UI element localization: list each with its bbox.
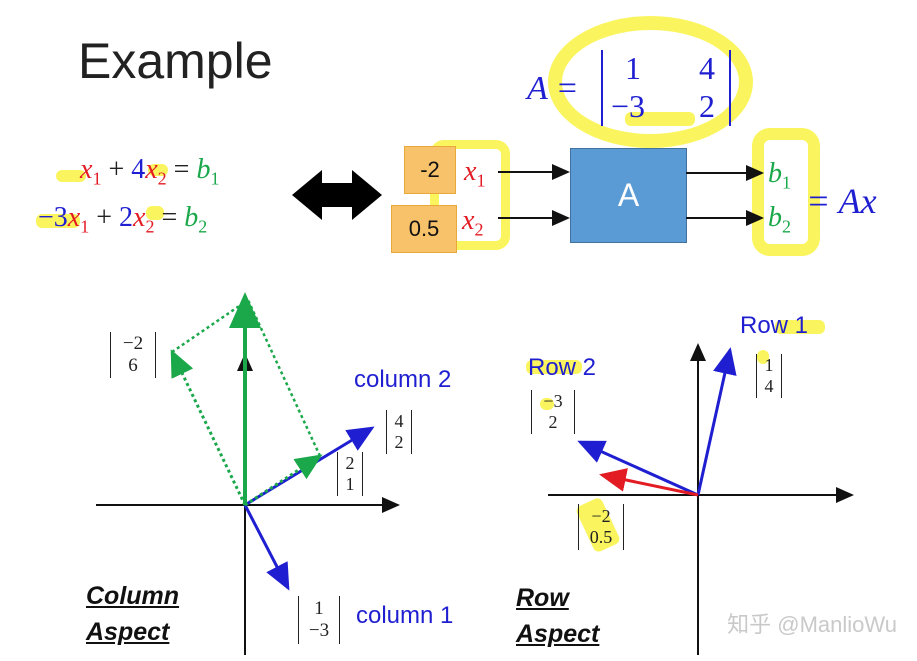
double-arrow	[292, 170, 382, 220]
matrix-block-a: A	[570, 148, 687, 243]
input-box-1: -2	[404, 146, 456, 194]
label-column-1: column 1	[356, 602, 454, 629]
highlight-row2	[526, 360, 582, 374]
highlight-eq2	[36, 214, 80, 228]
equation-row-2: −3x1 + 2x2 = b2	[38, 202, 208, 237]
output-label-b2: b2	[768, 202, 791, 237]
matrix-a-r2c1: −3	[611, 88, 646, 124]
output-label-b1: b1	[768, 158, 791, 193]
label-row-2: Row 2	[528, 354, 597, 381]
page-title: Example	[78, 33, 273, 89]
input-label-x1: x1	[464, 156, 486, 191]
equation-row-1: x1 + 4x2 = b1	[80, 154, 220, 189]
highlight-row2-vec	[540, 398, 554, 410]
vector-col1-label: 1−3	[298, 596, 340, 644]
watermark: 知乎 @ManlioWu	[727, 612, 897, 637]
matrix-a: 1 4 −3 2	[601, 50, 731, 126]
parallelogram-edge-2	[171, 298, 249, 354]
col1-scaled-vector	[170, 349, 247, 506]
highlight-x-inputs	[430, 140, 510, 250]
row1-vector	[696, 347, 737, 496]
label-column-2: column 2	[354, 366, 452, 393]
row2-vector	[577, 440, 699, 497]
matrix-a-r1c2: 4	[699, 50, 715, 86]
highlight-eq1-coef	[148, 164, 168, 176]
highlight-row1	[775, 320, 825, 334]
matrix-a-r1c1: 1	[625, 50, 641, 86]
col1-vector	[243, 504, 290, 591]
highlight-row1-vec	[757, 350, 769, 364]
x-vector	[599, 468, 699, 497]
input-box-2: 0.5	[391, 205, 457, 253]
label-row-1: Row 1	[740, 312, 809, 339]
highlight-eq1	[56, 170, 86, 182]
col2-scaled-vector	[244, 454, 323, 507]
matrix-a-lhs: A =	[527, 70, 579, 107]
result-ax: = Ax	[806, 181, 877, 221]
matrix-a-r2c2: 2	[699, 88, 715, 124]
input-label-x2: x2	[462, 205, 484, 240]
highlight-matrix-row	[625, 112, 695, 126]
parallelogram-edge-1	[246, 299, 322, 457]
highlight-eq2-coef	[146, 206, 164, 220]
